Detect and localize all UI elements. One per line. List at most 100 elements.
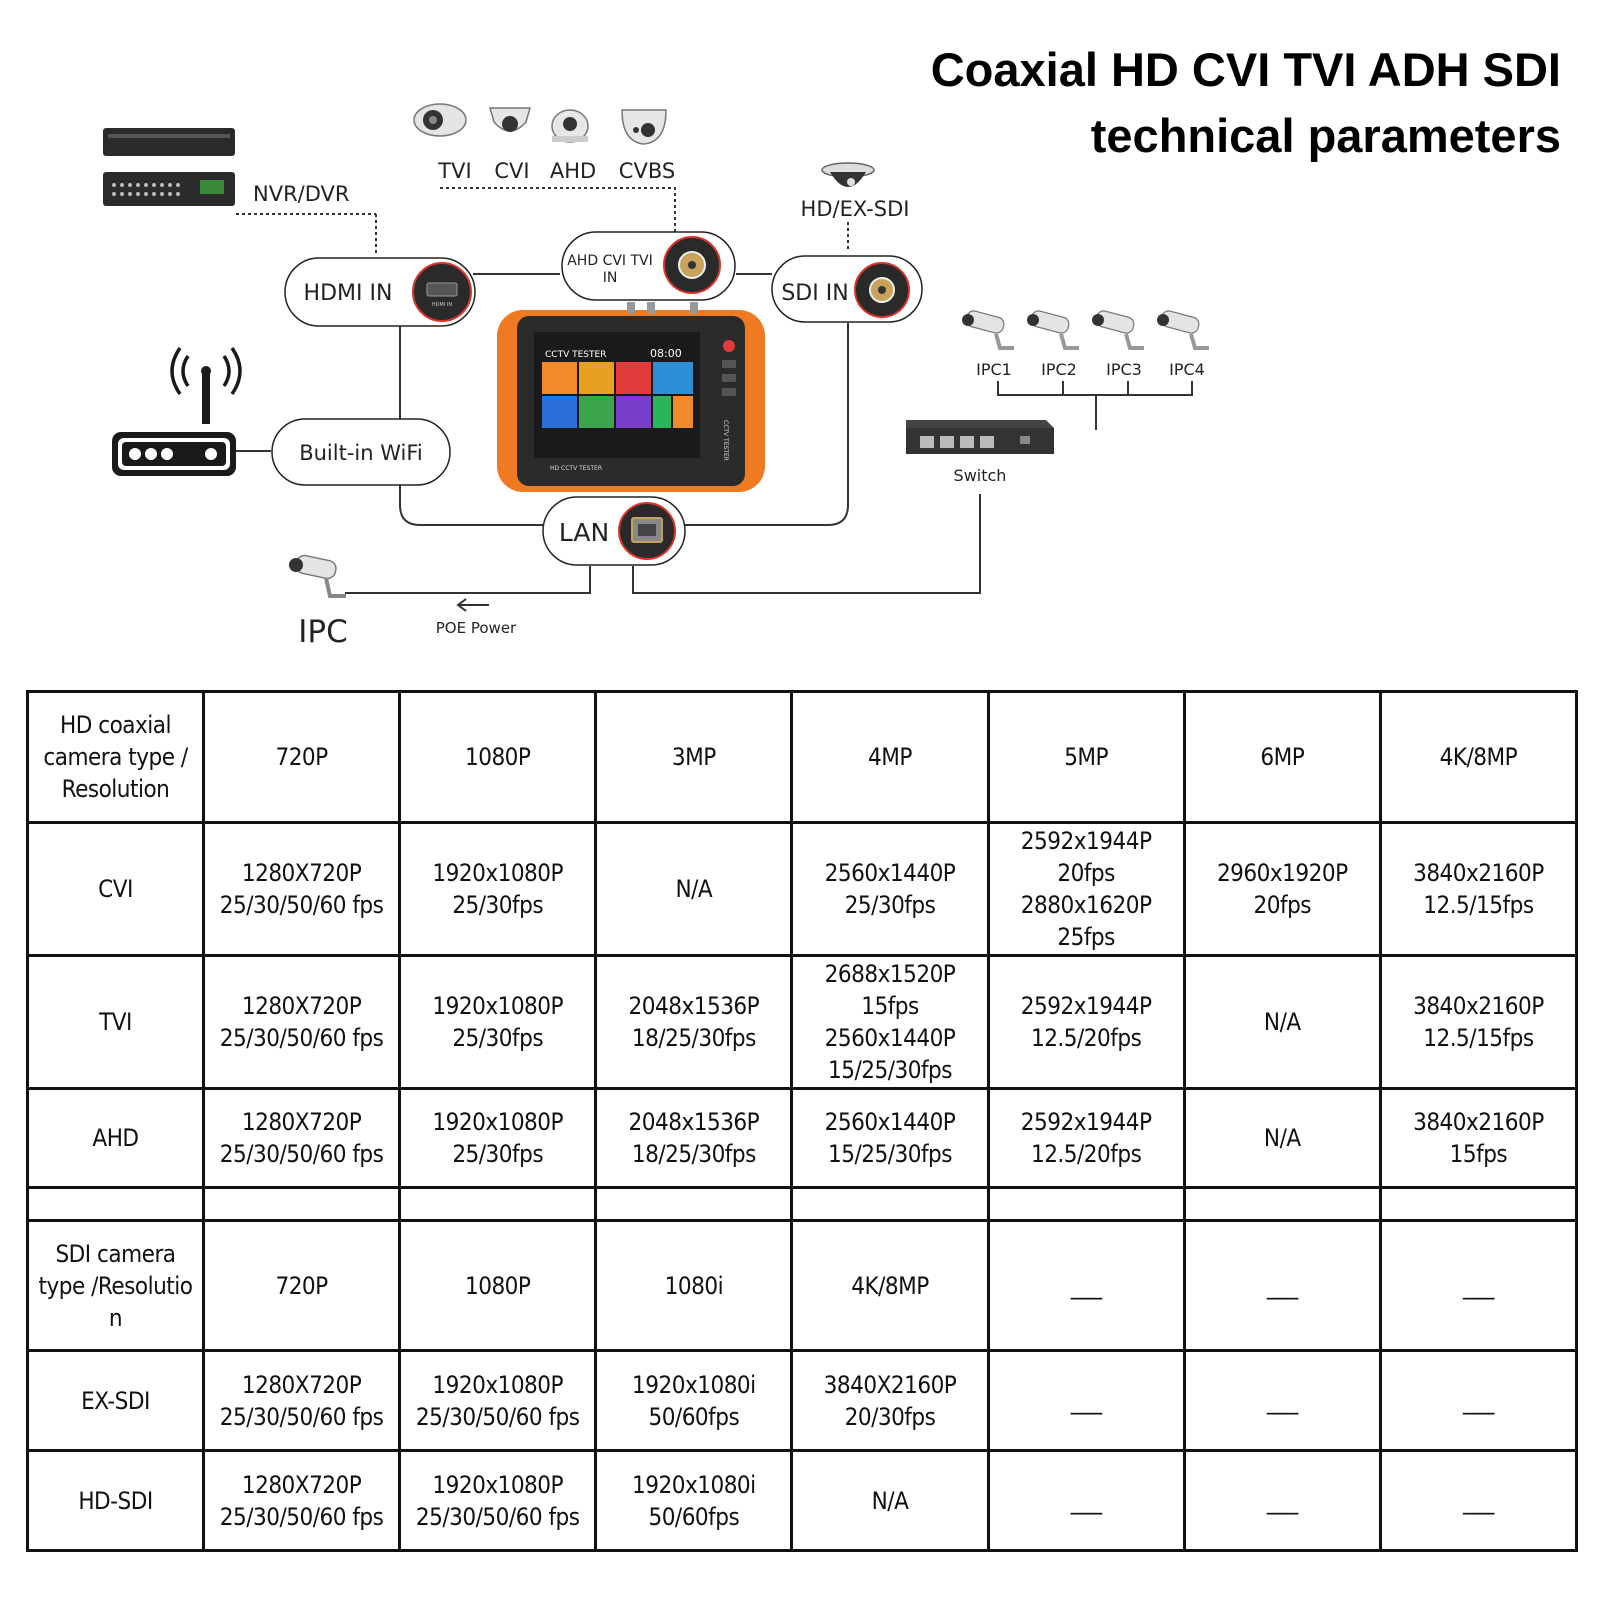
table-cell: 5MP: [986, 690, 1186, 824]
page-title-line2: technical parameters: [1090, 109, 1561, 162]
tester-side-label: CCTV TESTER: [722, 420, 729, 461]
hdmi-port-text: HDMI IN: [432, 302, 452, 308]
table-cell: SDI camera type /Resolutio n: [26, 1219, 205, 1352]
table-cell: 3840x2160P 15fps: [1378, 1087, 1579, 1189]
table-cell: 3MP: [594, 690, 794, 824]
table-cell: 1080P: [398, 690, 598, 824]
table-cell: 1080P: [398, 1219, 598, 1352]
camera-type-cvbs: CVBS: [619, 159, 675, 183]
table-cell: 3840x2160P 12.5/15fps: [1378, 954, 1579, 1090]
network-switch-icon: [906, 420, 1054, 454]
table-cell: ___: [1378, 1449, 1579, 1552]
hdmi-in-port: HDMI IN: [284, 257, 476, 327]
tester-screen-title: CCTV TESTER: [545, 350, 606, 360]
table-cell: [594, 1186, 794, 1222]
tester-bottom-label: HD CCTV TESTER: [550, 465, 602, 472]
table-cell: 2592x1944P 20fps 2880x1620P 25fps: [986, 821, 1186, 957]
table-cell: 3840X2160P 20/30fps: [790, 1349, 990, 1452]
table-cell: 2560x1440P 15/25/30fps: [790, 1087, 990, 1189]
table-cell: 2048x1536P 18/25/30fps: [594, 1087, 794, 1189]
table-cell: 1280X720P 25/30/50/60 fps: [201, 1449, 402, 1552]
tester-screen-time: 08:00: [650, 347, 682, 360]
table-cell: N/A: [790, 1449, 990, 1552]
table-cell: CVI: [26, 821, 205, 957]
table-cell: [1378, 1186, 1579, 1222]
ipc-camera-1-icon: [962, 310, 1014, 350]
ipc-bullet-camera-icon: [289, 554, 346, 598]
table-cell: 2960x1920P 20fps: [1182, 821, 1382, 957]
table-row: CVI 1280X720P 25/30/50/60 fps 1920x1080P…: [26, 821, 1579, 957]
table-cell: ___: [1378, 1219, 1579, 1352]
connection-diagram: NVR/DVR TVI CVI AHD CVBS HD/EX-SDI HDMI …: [103, 103, 1209, 650]
table-cell: 2592x1944P 12.5/20fps: [986, 1087, 1186, 1189]
table-row-spacer: [26, 1186, 1579, 1222]
hd-sdi-label: HD/EX-SDI: [801, 197, 910, 221]
table-cell: 1920x1080P 25/30fps: [398, 954, 598, 1090]
table-cell: ___: [986, 1449, 1186, 1552]
table-row: HD-SDI 1280X720P 25/30/50/60 fps 1920x10…: [26, 1449, 1579, 1552]
table-cell: N/A: [594, 821, 794, 957]
wifi-pill: [271, 418, 451, 486]
table-cell: AHD: [26, 1087, 205, 1189]
table-cell: 1080i: [594, 1219, 794, 1352]
ipc3-label: IPC3: [1106, 360, 1142, 379]
cctv-tester-device: CCTV TESTER 08:00 HD CCTV TESTER CCTV TE…: [497, 302, 765, 492]
camera-type-ahd: AHD: [550, 159, 596, 183]
coax-in-port: [561, 231, 736, 301]
table-cell: EX-SDI: [26, 1349, 205, 1452]
table-cell: ___: [1182, 1349, 1382, 1452]
ipc-label: IPC: [298, 614, 347, 650]
ipc4-label: IPC4: [1169, 360, 1205, 379]
table-cell: 720P: [201, 1219, 402, 1352]
sdi-dome-camera-icon: [821, 162, 875, 187]
table-row: HD coaxial camera type / Resolution 720P…: [26, 690, 1579, 824]
wifi-router-icon: [112, 347, 242, 476]
table-row: EX-SDI 1280X720P 25/30/50/60 fps 1920x10…: [26, 1349, 1579, 1452]
table-cell: 1280X720P 25/30/50/60 fps: [201, 821, 402, 957]
table-cell: 2560x1440P 25/30fps: [790, 821, 990, 957]
table-cell: 720P: [201, 690, 402, 824]
sdi-in-label: SDI IN: [781, 281, 848, 306]
table-cell: 1280X720P 25/30/50/60 fps: [201, 1087, 402, 1189]
table-cell: ___: [986, 1219, 1186, 1352]
table-cell: ___: [1378, 1349, 1579, 1452]
table-cell: HD coaxial camera type / Resolution: [26, 690, 205, 824]
table-cell: [986, 1186, 1186, 1222]
table-cell: ___: [1182, 1219, 1382, 1352]
table-cell: 1920x1080P 25/30/50/60 fps: [398, 1349, 598, 1452]
table-cell: N/A: [1182, 954, 1382, 1090]
hdmi-in-label: HDMI IN: [304, 281, 393, 306]
table-cell: ___: [986, 1349, 1186, 1452]
nvr-label: NVR/DVR: [253, 182, 350, 206]
table-cell: 4MP: [790, 690, 990, 824]
coax-in-label-line1: AHD CVI TVI: [567, 253, 653, 269]
camera-type-cvi: CVI: [494, 159, 529, 183]
sdi-in-port: [771, 255, 923, 323]
ahd-camera-icon: [551, 109, 589, 143]
table-cell: 1280X720P 25/30/50/60 fps: [201, 1349, 402, 1452]
table-cell: 1920x1080i 50/60fps: [594, 1449, 794, 1552]
page-title-line1: Coaxial HD CVI TVI ADH SDI: [930, 43, 1561, 96]
table-row: TVI 1280X720P 25/30/50/60 fps 1920x1080P…: [26, 954, 1579, 1090]
wifi-label: Built-in WiFi: [299, 441, 423, 465]
table-cell: 1920x1080P 25/30/50/60 fps: [398, 1449, 598, 1552]
table-cell: 1920x1080i 50/60fps: [594, 1349, 794, 1452]
lan-port: [542, 496, 686, 566]
table-cell: 2688x1520P 15fps 2560x1440P 15/25/30fps: [790, 954, 990, 1090]
cvbs-camera-icon: [621, 109, 667, 145]
table-cell: 6MP: [1182, 690, 1382, 824]
cvi-camera-icon: [489, 107, 531, 132]
connection-lines: [236, 187, 1193, 612]
table-cell: TVI: [26, 954, 205, 1090]
table-cell: 1920x1080P 25/30fps: [398, 1087, 598, 1189]
table-cell: 3840x2160P 12.5/15fps: [1378, 821, 1579, 957]
ipc-camera-2-icon: [1027, 310, 1079, 350]
poe-power-label: POE Power: [436, 619, 517, 637]
table-cell: 4K/8MP: [790, 1219, 990, 1352]
ipc1-label: IPC1: [976, 360, 1012, 379]
nvr-dvr-icon: [103, 128, 235, 206]
table-cell: 2592x1944P 12.5/20fps: [986, 954, 1186, 1090]
ipc-camera-4-icon: [1157, 310, 1209, 350]
ipc-camera-3-icon: [1092, 310, 1144, 350]
ipc2-label: IPC2: [1041, 360, 1077, 379]
